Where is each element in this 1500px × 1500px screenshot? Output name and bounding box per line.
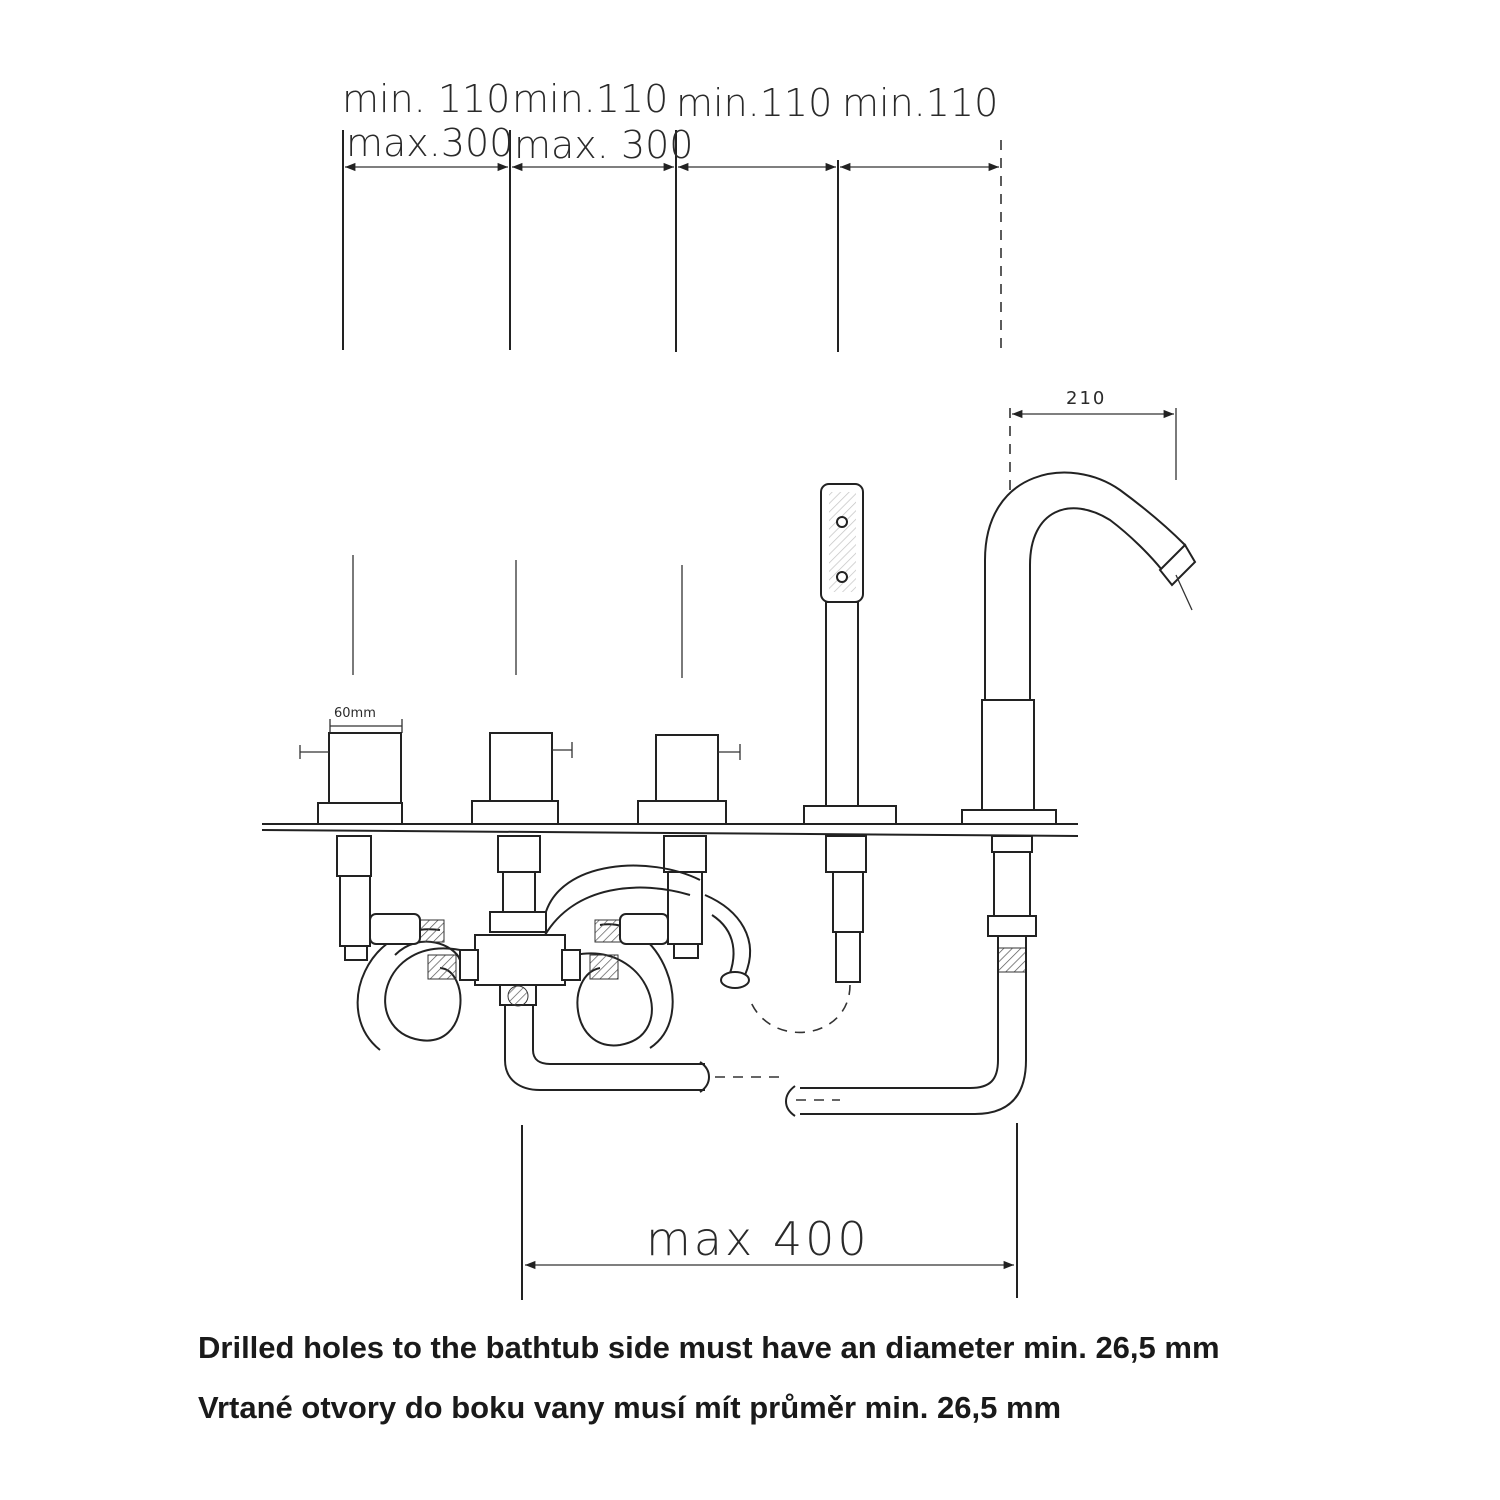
note-english: Drilled holes to the bathtub side must h… xyxy=(198,1330,1220,1365)
dim-min-2: min.110 xyxy=(512,77,668,121)
spout-reach-dimension: 210 xyxy=(1009,388,1177,500)
handle-2 xyxy=(471,732,573,913)
dim-min-1: min. 110 xyxy=(342,77,510,121)
dim-max-1: max.300 xyxy=(346,121,513,165)
hand-shower xyxy=(749,483,897,1034)
bathtub-deck xyxy=(261,823,1079,837)
top-spacing-dimensions: min. 110 min.110 min.110 min.110 max.300… xyxy=(342,77,1002,355)
note-czech: Vrtané otvory do boku vany musí mít prům… xyxy=(198,1390,1062,1425)
dim-max-400: max 400 xyxy=(646,1212,870,1266)
handle-1: 60mm xyxy=(299,706,403,961)
handle-center-lines xyxy=(352,555,683,678)
handle-3 xyxy=(637,734,741,959)
mixer-body xyxy=(356,864,780,1093)
dim-max-2: max. 300 xyxy=(514,123,693,167)
dim-min-4: min.110 xyxy=(842,81,998,125)
bottom-max-dimension: max 400 xyxy=(521,1123,1018,1300)
bath-spout xyxy=(785,471,1197,1117)
dim-60mm: 60mm xyxy=(334,706,376,721)
dim-210: 210 xyxy=(1066,388,1106,409)
dim-min-3: min.110 xyxy=(676,81,832,125)
